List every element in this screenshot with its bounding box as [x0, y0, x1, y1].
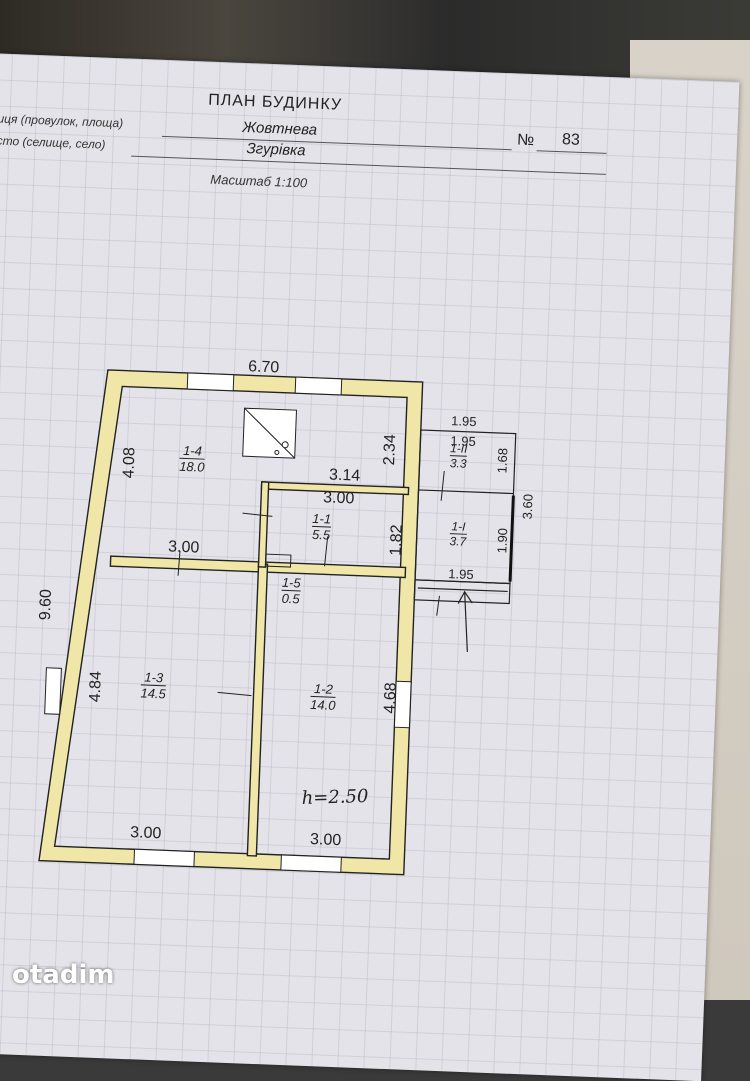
dim-bottom-right: 3.00	[309, 831, 342, 850]
dim-bottom-left: 3.00	[129, 824, 162, 843]
window-bottom-right	[280, 854, 342, 873]
porch-steps	[413, 579, 511, 605]
dim-room14-bottom: 3.00	[167, 538, 200, 557]
window-left	[44, 667, 62, 715]
room-1-1-area: 5.5	[311, 526, 331, 543]
dim-porch-upper-height: 1.68	[494, 447, 511, 474]
room-1-I-id: 1-I	[449, 519, 468, 535]
dim-corridor-top: 3.14	[328, 466, 361, 485]
room-1-1-id: 1-1	[312, 510, 332, 528]
dim-room14-height: 4.08	[120, 446, 139, 479]
ceiling-height-note: h=2.50	[301, 785, 369, 809]
room-1-3: 1-3 14.5	[140, 669, 167, 702]
room-1-5: 1-5 0.5	[281, 574, 301, 607]
room-1-I: 1-I 3.7	[449, 519, 468, 549]
porch-thick-edge	[508, 495, 515, 582]
window-right	[393, 680, 412, 729]
floor-plan	[38, 369, 517, 876]
room-1-5-area: 0.5	[281, 590, 300, 607]
dim-room12-height: 4.68	[381, 682, 400, 714]
room-1-4: 1-4 18.0	[178, 442, 206, 475]
room-1-3-area: 14.5	[140, 685, 167, 702]
dim-top-width: 6.70	[247, 358, 280, 377]
room-1-2-id: 1-2	[310, 680, 337, 698]
dim-porch-inner-top: 1.95	[450, 433, 477, 450]
document-sheet: ПЛАН БУДИНКУ иця (провулок, площа) Жовтн…	[0, 52, 740, 1081]
corridor-wall-left	[257, 481, 270, 568]
dim-corridor-inner: 3.00	[322, 489, 355, 508]
entrance-arrow-icon	[457, 590, 473, 652]
room-1-II-area: 3.3	[449, 456, 467, 471]
dim-porch-lower-height: 1.90	[494, 527, 511, 554]
stove-icon	[242, 407, 298, 459]
dim-porch-top: 1.95	[450, 413, 477, 430]
room-1-3-id: 1-3	[140, 669, 167, 687]
porch-divider	[418, 489, 514, 495]
dim-room13-height: 4.84	[86, 670, 105, 703]
room-1-2: 1-2 14.0	[309, 680, 337, 713]
partition-vertical	[246, 563, 269, 857]
dim-left-height: 9.60	[36, 588, 56, 621]
window-top-left	[186, 372, 235, 392]
room-1-5-fixture	[264, 553, 292, 568]
dim-corridor-height: 1.82	[387, 524, 406, 557]
dim-right-upper: 2.34	[381, 433, 400, 466]
room-1-I-area: 3.7	[449, 534, 467, 549]
dim-porch-total: 3.60	[519, 493, 536, 520]
window-bottom-left	[133, 848, 195, 868]
watermark-logo: otadim	[12, 960, 115, 990]
room-1-4-area: 18.0	[178, 458, 205, 475]
room-1-5-id: 1-5	[281, 574, 301, 592]
dim-porch-bottom: 1.95	[448, 566, 474, 583]
room-1-4-id: 1-4	[179, 442, 206, 460]
room-1-1: 1-1 5.5	[311, 510, 332, 543]
room-1-2-area: 14.0	[309, 696, 336, 713]
window-top-right	[294, 376, 343, 396]
